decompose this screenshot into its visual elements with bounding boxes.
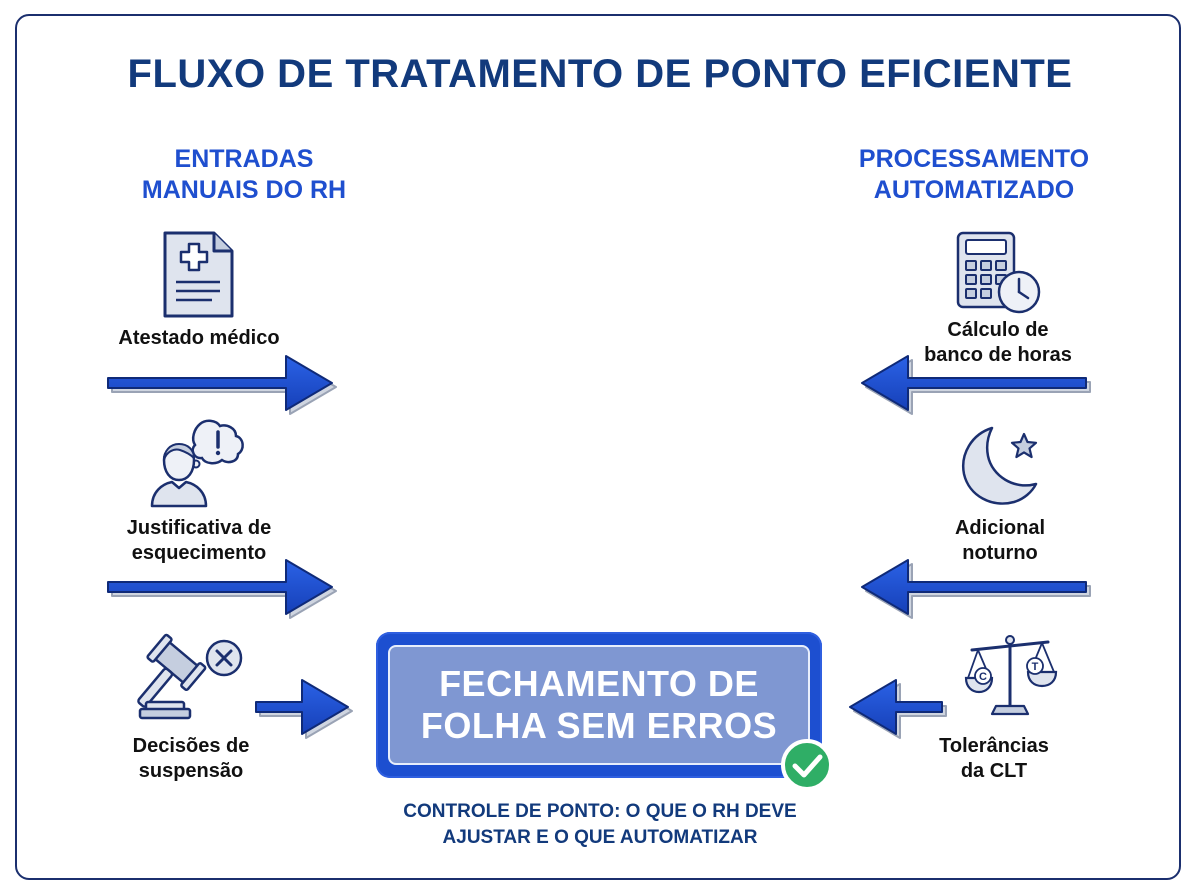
- diagram-title: FLUXO DE TRATAMENTO DE PONTO EFICIENTE: [127, 52, 1073, 96]
- check-icon: [780, 738, 834, 792]
- arrow-decisoes: [252, 676, 356, 740]
- person-thought-icon: [150, 419, 250, 510]
- label-justificativa-esquecimento: Justificativa de esquecimento: [126, 517, 272, 564]
- label-adicional-noturno: Adicional noturno: [954, 517, 1045, 564]
- label-tolerancias-clt: Tolerâncias da CLT: [939, 735, 1049, 782]
- left-heading-line1: ENTRADAS: [174, 145, 314, 173]
- arrow-justificativa: [104, 556, 340, 620]
- scale-letter-c: C: [979, 671, 987, 683]
- left-column-heading: ENTRADAS MANUAIS DO RH: [64, 144, 424, 206]
- right-heading-line1: PROCESSAMENTO: [858, 145, 1090, 173]
- footer-caption: CONTROLE DE PONTO: O QUE O RH DEVE AJUST…: [403, 801, 797, 848]
- scales-icon: C T: [962, 632, 1058, 718]
- result-box: FECHAMENTO DE FOLHA SEM ERROS: [376, 632, 822, 778]
- left-heading-line2: MANUAIS DO RH: [141, 176, 347, 204]
- result-text: FECHAMENTO DE FOLHA SEM ERROS: [420, 663, 778, 746]
- scale-letter-t: T: [1032, 661, 1039, 673]
- label-calculo-banco-horas: Cálculo de banco de horas: [924, 319, 1072, 366]
- calculator-clock-icon: [955, 230, 1045, 314]
- right-column-heading: PROCESSAMENTO AUTOMATIZADO: [794, 144, 1154, 206]
- arrow-adicional: [858, 556, 1094, 620]
- arrow-atestado: [104, 352, 340, 416]
- gavel-icon: [136, 633, 248, 720]
- right-heading-line2: AUTOMATIZADO: [873, 176, 1075, 204]
- moon-star-icon: [958, 424, 1044, 508]
- label-decisoes-suspensao: Decisões de suspensão: [132, 735, 250, 782]
- arrow-tolerancias: [846, 676, 950, 740]
- result-box-inner: FECHAMENTO DE FOLHA SEM ERROS: [388, 645, 810, 765]
- medical-certificate-icon: [162, 230, 236, 320]
- label-atestado-medico: Atestado médico: [118, 327, 280, 349]
- arrow-calculo: [858, 352, 1094, 416]
